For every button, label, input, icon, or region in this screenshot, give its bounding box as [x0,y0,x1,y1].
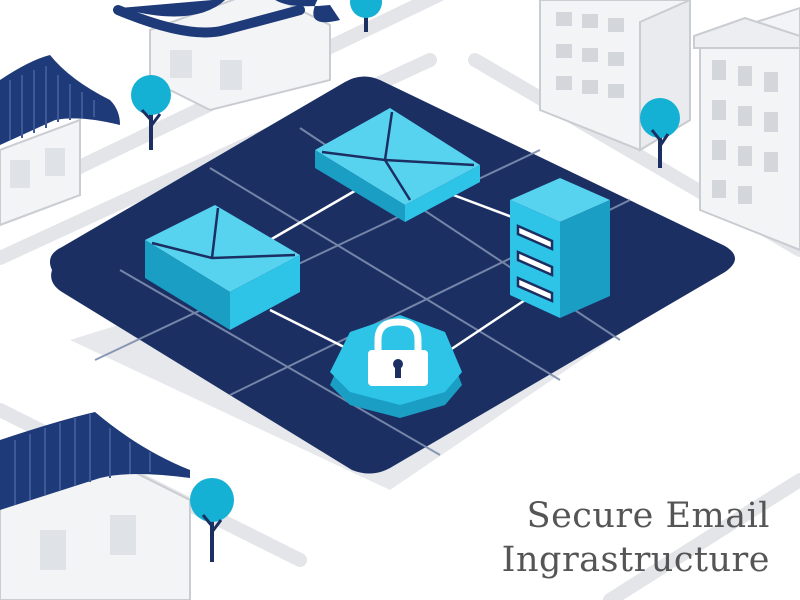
building-top-right-front [693,6,800,252]
envelope-icon [145,205,300,330]
tree-icon [640,98,680,168]
caption-line-1: Secure Email [526,496,770,536]
tree-icon [350,0,382,32]
server-icon [510,178,610,318]
tree-icon [190,478,234,562]
caption-line-2: Ingrastructure [501,540,770,580]
padlock-icon [330,315,462,418]
tree-icon [131,75,171,150]
envelope-icon [315,108,480,222]
caption-title: Secure Email Ingrastructure [502,494,770,582]
hanok-house-left [0,55,120,227]
hanok-house-bottom [0,412,191,600]
